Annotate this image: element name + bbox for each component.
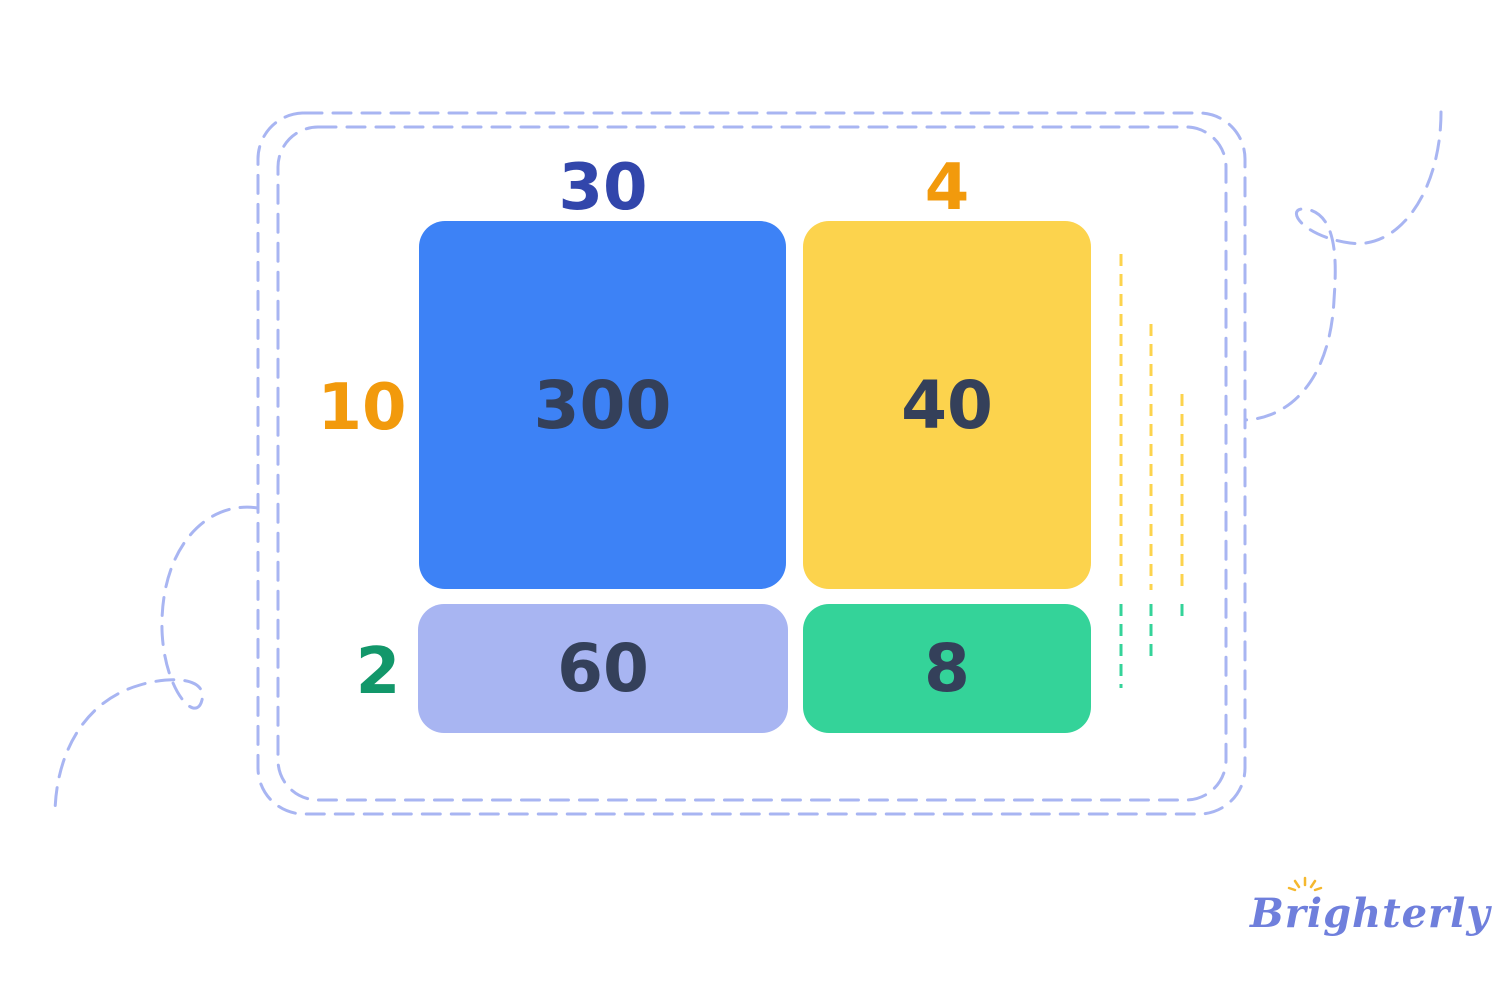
right-swirl (1243, 110, 1443, 422)
cell-8: 8 (803, 604, 1091, 733)
sun-rays-icon (1287, 876, 1323, 892)
column-label-4: 4 (924, 151, 970, 225)
cell-40-value: 40 (901, 366, 993, 444)
brighterly-logo: Brighterly (1250, 876, 1490, 946)
outer-dashed-frame (256, 111, 1247, 816)
column-label-30: 30 (558, 151, 648, 225)
cell-8-value: 8 (924, 630, 970, 707)
cell-60-value: 60 (557, 630, 649, 707)
row-label-2: 2 (355, 635, 401, 709)
row-label-10: 10 (317, 371, 407, 445)
cell-300: 300 (419, 221, 786, 589)
brand-name: Brighterly (1250, 890, 1491, 937)
left-swirl (53, 505, 260, 817)
cell-300-value: 300 (533, 366, 672, 444)
cell-60: 60 (418, 604, 788, 733)
inner-dashed-frame (276, 125, 1228, 802)
cell-40: 40 (803, 221, 1091, 589)
